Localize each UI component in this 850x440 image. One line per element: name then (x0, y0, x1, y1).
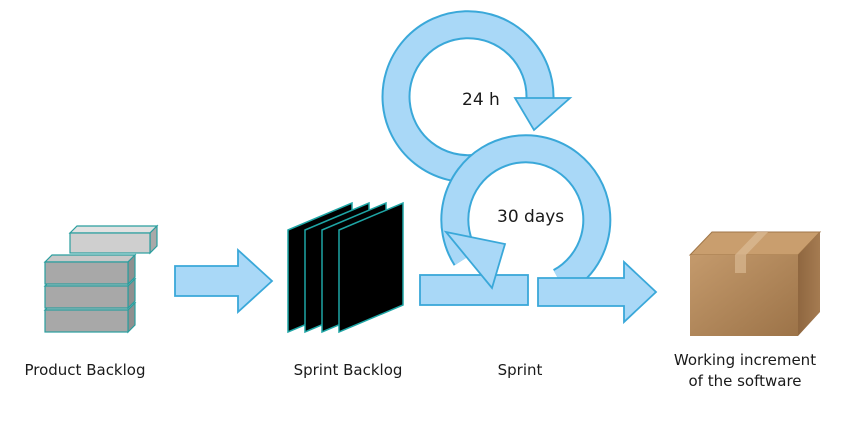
daily-cycle-loop (381, 10, 573, 184)
sprint-outbound-arrow (537, 259, 658, 325)
sprint-card (338, 201, 404, 334)
increment-label-line2: of the software (688, 372, 802, 390)
daily-cycle-arrowhead (513, 97, 573, 132)
sprint-backlog-cards (287, 201, 404, 334)
increment-label-line1: Working increment (673, 351, 817, 369)
product-backlog-stack (43, 224, 159, 334)
backlog-item (43, 253, 137, 286)
daily-cycle-label: 24 h (462, 90, 500, 110)
flow-arrow-1 (174, 247, 274, 315)
sprint-cycle-label: 30 days (497, 207, 565, 227)
increment-box-icon (688, 231, 822, 336)
sprint-backlog-label: Sprint Backlog (293, 361, 403, 379)
backlog-item-top (68, 224, 159, 255)
sprint-inbound-bar (419, 274, 529, 306)
sprint-cycle-loop (419, 134, 658, 325)
sprint-label: Sprint (497, 361, 543, 379)
sprint-cycle-arrowhead (443, 230, 507, 290)
product-backlog-label: Product Backlog (24, 361, 146, 379)
